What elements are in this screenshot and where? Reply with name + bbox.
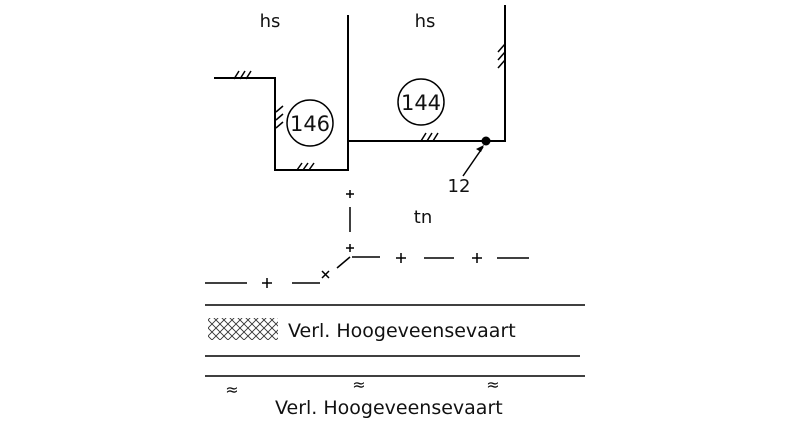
land-use-label-left: hs [260,11,281,32]
parcel-144-number: 144 [401,91,441,115]
parcel-144[interactable]: 144 [397,78,445,126]
dashed-boundary [205,190,529,288]
parcel-146[interactable]: 146 [286,99,334,147]
survey-point-marker [481,136,491,146]
water-symbol: ≈ [352,375,365,394]
survey-point-number: 12 [448,176,471,197]
waterway-name-upper: Verl. Hoogeveensevaart [288,320,516,342]
arrow-icon [462,145,484,177]
land-use-label-bottom: tn [414,207,432,228]
water-symbol: ≈ [486,375,499,394]
parcel-146-number: 146 [290,112,330,136]
boundary-hatch-marks [233,43,506,171]
land-use-label-right: hs [415,11,436,32]
parcel-146-boundary [214,15,349,171]
water-symbol: ≈ [225,380,238,399]
crosshatch-legend-swatch [208,318,278,340]
waterway-name-lower: Verl. Hoogeveensevaart [275,397,503,419]
parcel-144-boundary [348,5,506,142]
